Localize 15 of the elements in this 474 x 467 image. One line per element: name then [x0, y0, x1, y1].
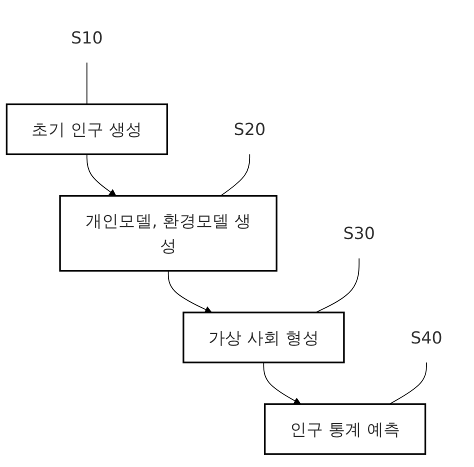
- node-box: 초기 인구 생성: [6, 104, 168, 156]
- connector: [389, 362, 427, 405]
- node-box: 인구 통계 예측: [264, 403, 426, 456]
- node-box: 가상 사회 형성: [182, 312, 345, 364]
- arrow: [168, 270, 212, 314]
- arrow: [86, 154, 116, 196]
- node-box: 개인모델, 환경모델 생성: [59, 195, 278, 272]
- connector: [220, 154, 250, 196]
- node-text: S20: [234, 119, 266, 140]
- connector: [86, 62, 88, 105]
- node-text: S30: [343, 224, 375, 244]
- arrow: [263, 362, 302, 405]
- node-text: S40: [410, 328, 442, 348]
- connector: [315, 258, 360, 314]
- node-text: S10: [71, 28, 103, 48]
